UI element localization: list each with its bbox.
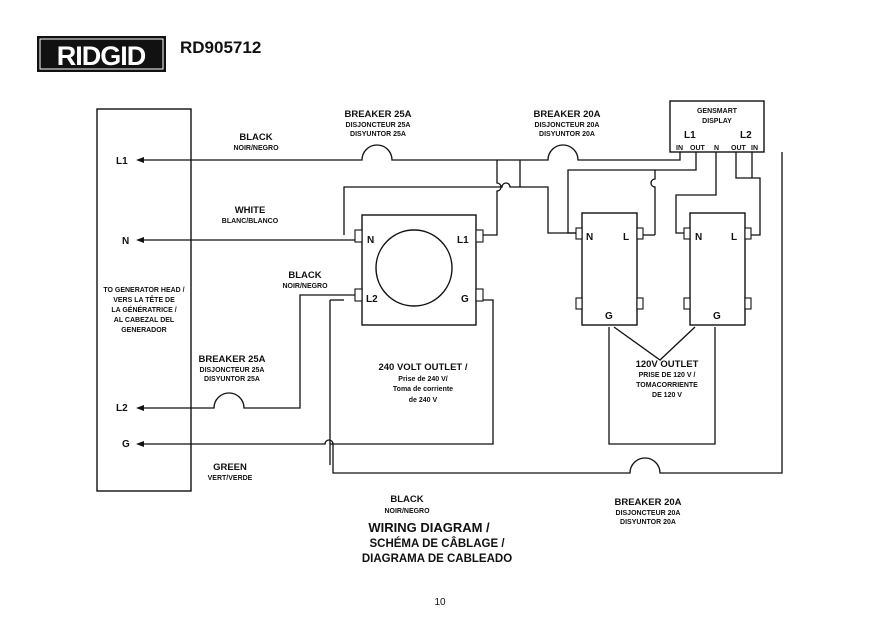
- svg-text:OUT: OUT: [690, 145, 706, 152]
- svg-text:DISYUNTOR 25A: DISYUNTOR 25A: [204, 376, 260, 383]
- svg-text:WHITE: WHITE: [235, 205, 266, 216]
- svg-text:VERT/VERDE: VERT/VERDE: [208, 475, 253, 482]
- svg-text:N: N: [586, 232, 593, 243]
- svg-text:WIRING DIAGRAM /: WIRING DIAGRAM /: [368, 520, 490, 535]
- svg-text:de 240 V: de 240 V: [409, 397, 438, 404]
- svg-text:LA GÉNÉRATRICE /: LA GÉNÉRATRICE /: [111, 305, 176, 314]
- outlet-240v: N L1 L2 G: [354, 214, 484, 326]
- svg-text:NOIR/NEGRO: NOIR/NEGRO: [282, 283, 328, 290]
- svg-text:VERS LA TÊTE DE: VERS LA TÊTE DE: [113, 295, 175, 304]
- label-breaker-top-20a: BREAKER 20A DISJONCTEUR 20A DISYUNTOR 20…: [533, 109, 600, 138]
- label-breaker-bottom-20a: BREAKER 20A DISJONCTEUR 20A DISYUNTOR 20…: [614, 497, 681, 526]
- wire-g-green: [144, 152, 783, 474]
- svg-text:240 VOLT OUTLET /: 240 VOLT OUTLET /: [378, 362, 467, 373]
- page-number: 10: [434, 597, 446, 608]
- svg-text:BLACK: BLACK: [390, 494, 423, 505]
- svg-text:DISJONCTEUR 25A: DISJONCTEUR 25A: [200, 367, 265, 374]
- outlet-120v-left: N L G: [575, 212, 644, 326]
- svg-text:NOIR/NEGRO: NOIR/NEGRO: [384, 508, 430, 515]
- wire-l1-black: [144, 144, 502, 236]
- wire-l2-black: [144, 294, 358, 409]
- svg-text:GREEN: GREEN: [213, 462, 247, 473]
- terminal-arrows: [136, 157, 144, 447]
- wires: [144, 144, 783, 474]
- svg-text:DE 120 V: DE 120 V: [652, 392, 682, 399]
- svg-text:SCHÉMA DE CÂBLAGE /: SCHÉMA DE CÂBLAGE /: [369, 537, 505, 550]
- gen-terminal-n: N: [122, 236, 129, 247]
- svg-text:PRISE DE 120 V /: PRISE DE 120 V /: [639, 372, 696, 379]
- label-green: GREEN VERT/VERDE: [208, 462, 253, 482]
- svg-text:AL CABEZAL DEL: AL CABEZAL DEL: [114, 317, 175, 324]
- ridgid-logo: RIDGID: [37, 36, 166, 72]
- outlet-240v-label: 240 VOLT OUTLET / Prise de 240 V/ Toma d…: [378, 362, 467, 404]
- svg-text:L2: L2: [740, 130, 752, 141]
- svg-text:BLANC/BLANCO: BLANC/BLANCO: [222, 218, 279, 225]
- svg-text:N: N: [367, 235, 374, 246]
- svg-text:G: G: [605, 311, 613, 322]
- svg-text:BREAKER 25A: BREAKER 25A: [344, 109, 411, 120]
- svg-text:GENSMART: GENSMART: [697, 108, 738, 115]
- svg-text:120V OUTLET: 120V OUTLET: [636, 359, 699, 370]
- model-number: RD905712: [180, 38, 261, 57]
- svg-text:DISPLAY: DISPLAY: [702, 118, 732, 125]
- svg-text:L1: L1: [684, 130, 696, 141]
- svg-text:BLACK: BLACK: [239, 132, 272, 143]
- svg-text:IN: IN: [676, 145, 683, 152]
- label-black-mid: BLACK NOIR/NEGRO: [282, 270, 328, 290]
- svg-text:N: N: [714, 145, 719, 152]
- outlet-120v-label: 120V OUTLET PRISE DE 120 V / TOMACORRIEN…: [636, 359, 699, 399]
- generator-head-label: TO GENERATOR HEAD / VERS LA TÊTE DE LA G…: [103, 287, 184, 334]
- label-breaker-top-25a: BREAKER 25A DISJONCTEUR 25A DISYUNTOR 25…: [344, 109, 411, 138]
- svg-text:DISJONCTEUR 20A: DISJONCTEUR 20A: [535, 122, 600, 129]
- svg-text:DIAGRAMA DE CABLEADO: DIAGRAMA DE CABLEADO: [362, 553, 512, 565]
- gensmart-display: GENSMART DISPLAY L1 L2 IN OUT N OUT IN: [669, 100, 765, 153]
- svg-text:DISYUNTOR 25A: DISYUNTOR 25A: [350, 131, 406, 138]
- svg-text:L1: L1: [457, 235, 469, 246]
- gen-terminal-g: G: [122, 439, 130, 450]
- svg-text:IN: IN: [751, 145, 758, 152]
- gen-terminal-l1: L1: [116, 156, 128, 167]
- svg-text:DISYUNTOR 20A: DISYUNTOR 20A: [620, 519, 676, 526]
- svg-text:L: L: [731, 232, 737, 243]
- svg-text:BREAKER 20A: BREAKER 20A: [533, 109, 600, 120]
- svg-text:G: G: [713, 311, 721, 322]
- diagram-title: WIRING DIAGRAM / SCHÉMA DE CÂBLAGE / DIA…: [362, 520, 512, 565]
- svg-text:N: N: [695, 232, 702, 243]
- svg-text:OUT: OUT: [731, 145, 747, 152]
- svg-text:DISJONCTEUR 20A: DISJONCTEUR 20A: [616, 510, 681, 517]
- svg-text:TOMACORRIENTE: TOMACORRIENTE: [636, 382, 698, 389]
- outlet-120v-right: N L G: [683, 212, 752, 326]
- brand-name: RIDGID: [57, 41, 146, 71]
- label-black-bottom: BLACK NOIR/NEGRO: [384, 494, 430, 515]
- gen-terminal-l2: L2: [116, 403, 128, 414]
- svg-text:Toma de corriente: Toma de corriente: [393, 386, 453, 393]
- generator-head-box: [96, 108, 192, 492]
- label-breaker-left-25a: BREAKER 25A DISJONCTEUR 25A DISYUNTOR 25…: [198, 354, 265, 383]
- svg-text:BREAKER 20A: BREAKER 20A: [614, 497, 681, 508]
- svg-text:BREAKER 25A: BREAKER 25A: [198, 354, 265, 365]
- svg-text:TO GENERATOR HEAD /: TO GENERATOR HEAD /: [103, 287, 184, 294]
- svg-text:Prise de 240 V/: Prise de 240 V/: [398, 376, 447, 383]
- svg-text:NOIR/NEGRO: NOIR/NEGRO: [233, 145, 279, 152]
- svg-text:DISJONCTEUR 25A: DISJONCTEUR 25A: [346, 122, 411, 129]
- svg-text:L: L: [623, 232, 629, 243]
- svg-text:GENERADOR: GENERADOR: [121, 327, 167, 334]
- label-black-top: BLACK NOIR/NEGRO: [233, 132, 279, 152]
- svg-text:G: G: [461, 294, 469, 305]
- svg-text:DISYUNTOR 20A: DISYUNTOR 20A: [539, 131, 595, 138]
- label-white: WHITE BLANC/BLANCO: [222, 205, 279, 225]
- svg-text:L2: L2: [366, 294, 378, 305]
- svg-text:BLACK: BLACK: [288, 270, 321, 281]
